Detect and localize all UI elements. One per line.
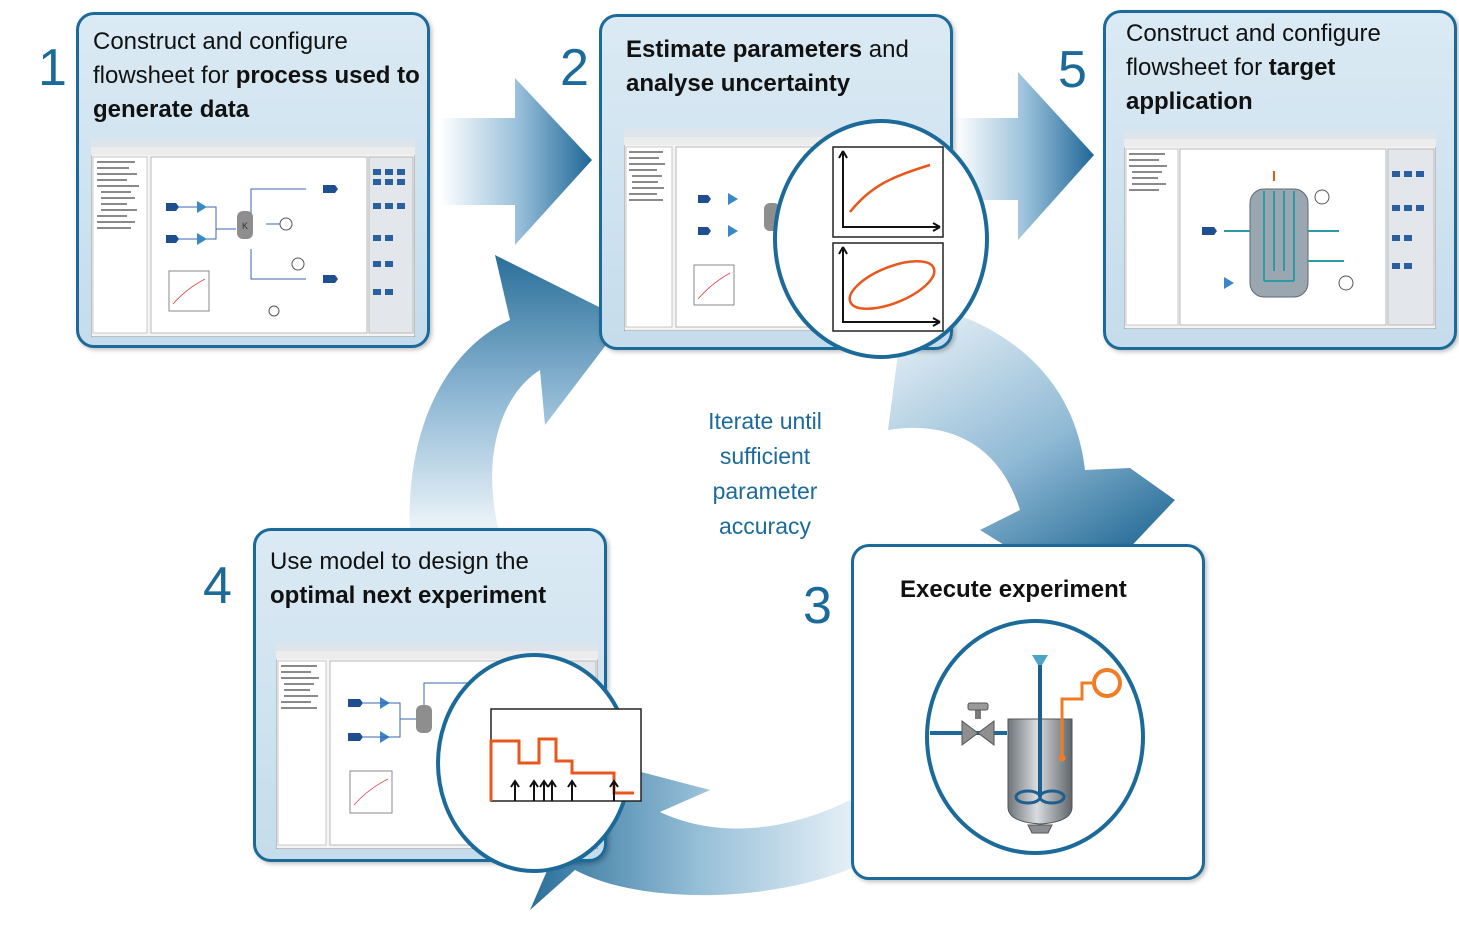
experiment-design-profile-icon	[436, 653, 642, 873]
step-3-text: Execute experiment	[900, 576, 1127, 603]
flowsheet-screenshot-icon: K	[91, 139, 415, 337]
cycle-arrow-4-to-2	[409, 255, 625, 535]
step-1-number: 1	[38, 39, 67, 97]
step-4-number: 4	[203, 557, 232, 615]
iterate-line-3: parameter	[712, 478, 818, 504]
step-2-text: Estimate parameters and analyse uncertai…	[626, 36, 909, 97]
svg-text:K: K	[242, 221, 248, 231]
stirred-tank-reactor-icon	[925, 619, 1145, 855]
arrow-2-to-5	[955, 72, 1094, 240]
step-3-box: Execute experiment	[851, 544, 1205, 880]
step-2-box: Estimate parameters and analyse uncertai…	[599, 14, 989, 359]
parameter-fit-curve-and-confidence-ellipse-icon	[773, 119, 989, 359]
step-4-box: Use model to design the optimal next exp…	[253, 528, 642, 873]
iterate-label: Iterate until sufficient parameter accur…	[660, 404, 870, 544]
iterate-line-2: sufficient	[719, 443, 811, 469]
step-3-number: 3	[803, 577, 832, 635]
step-2-number: 2	[560, 39, 589, 97]
jacketed-reactor-flowsheet-icon	[1124, 131, 1436, 329]
step-5-box: Construct and configure flowsheet for ta…	[1103, 10, 1457, 350]
step-1-text: Construct and configure flowsheet for pr…	[93, 28, 420, 123]
cycle-arrow-2-to-3	[888, 300, 1175, 595]
arrow-1-to-2	[440, 78, 592, 245]
step-5-text: Construct and configure flowsheet for ta…	[1126, 20, 1381, 115]
step-4-text: Use model to design the optimal next exp…	[270, 548, 547, 609]
step-5-number: 5	[1058, 41, 1087, 99]
iterate-line-4: accuracy	[718, 513, 812, 539]
iterate-line-1: Iterate until	[708, 408, 822, 434]
step-1-box: Construct and configure flowsheet for pr…	[76, 12, 430, 348]
